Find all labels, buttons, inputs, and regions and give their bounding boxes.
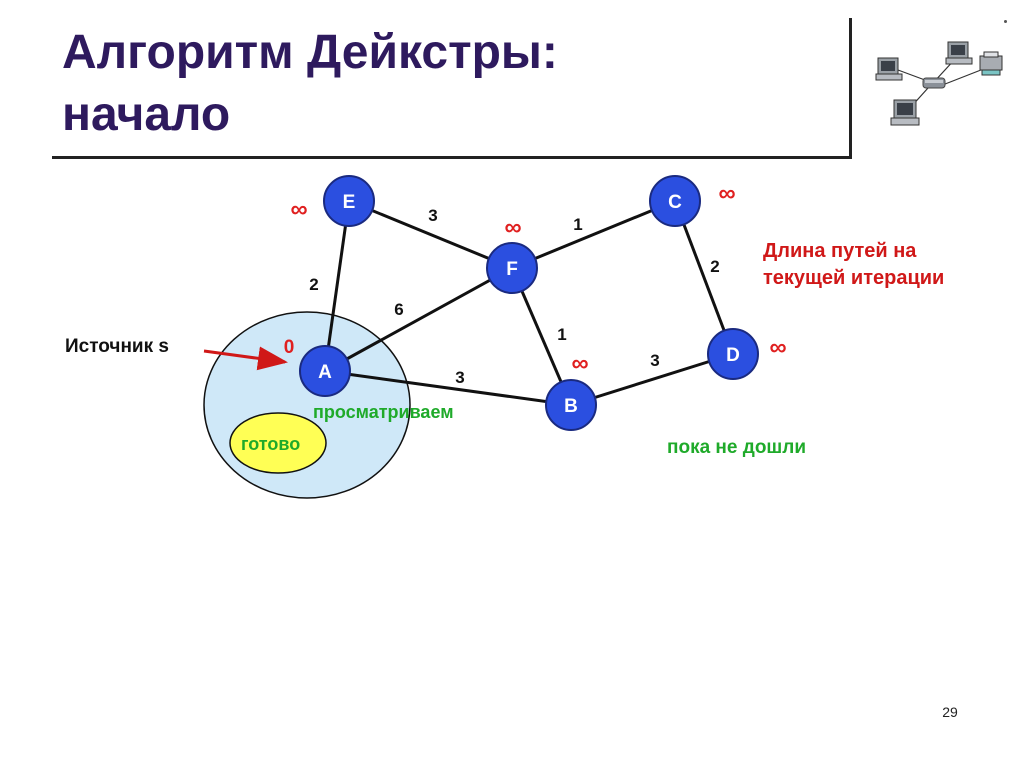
edge-weight-f-c: 1 (573, 215, 582, 234)
node-d: D∞ (707, 328, 787, 380)
node-label-e: E (343, 192, 356, 213)
distance-label-c: ∞ (718, 180, 735, 207)
node-c: C∞ (649, 175, 736, 227)
node-label-c: C (668, 192, 682, 213)
source-arrow (203, 346, 288, 371)
edge-weight-b-d: 3 (650, 351, 659, 370)
node-b: B∞ (545, 350, 597, 431)
viewing-label: просматриваем (313, 402, 454, 422)
edge-weight-a-b: 3 (455, 368, 464, 387)
edge-f-c (511, 199, 676, 270)
distance-label-d: ∞ (769, 334, 786, 361)
distance-label-e: ∞ (290, 196, 307, 223)
slide-title: Алгоритм Дейкстры: начало (62, 22, 822, 146)
done-label: готово (241, 434, 300, 454)
edge-a-f (324, 266, 513, 373)
node-label-f: F (506, 259, 518, 280)
title-line-1: Алгоритм Дейкстры: (62, 26, 558, 79)
title-line-2: начало (62, 88, 231, 141)
not-reached-label: пока не дошли (667, 437, 806, 458)
page-number: 29 (942, 704, 958, 720)
node-label-d: D (726, 345, 740, 366)
distance-label-b: ∞ (571, 350, 588, 377)
distance-label-a: 0 (284, 337, 295, 358)
edge-weight-f-b: 1 (557, 325, 566, 344)
path-length-label-line-2: текущей итерации (763, 267, 944, 289)
node-label-a: A (318, 362, 332, 383)
path-length-label-line-1: Длина путей на (763, 240, 917, 262)
edge-e-a (323, 200, 351, 372)
done-region (229, 412, 327, 474)
edge-weight-c-d: 2 (710, 257, 719, 276)
node-a: A0 (284, 337, 351, 397)
source-label: Источник s (65, 336, 169, 357)
node-label-b: B (564, 396, 578, 417)
distance-label-f: ∞ (504, 214, 521, 241)
network-computers-icon (875, 41, 1003, 126)
edge-b-d (570, 352, 734, 407)
edge-a-b (324, 369, 572, 407)
node-circle-d (707, 328, 759, 380)
title-vertical-rule (849, 18, 852, 159)
edge-c-d (673, 200, 735, 355)
edge-e-f (348, 199, 513, 270)
node-e: E∞ (290, 175, 375, 227)
node-circle-e (323, 175, 375, 227)
corner-dot (1004, 20, 1007, 23)
edge-weight-e-a: 2 (309, 275, 318, 294)
edge-weight-a-f: 6 (394, 300, 403, 319)
node-circle-c (649, 175, 701, 227)
node-circle-a (299, 345, 351, 397)
title-underline (52, 156, 852, 159)
node-f: F∞ (486, 214, 538, 294)
node-circle-f (486, 242, 538, 294)
edge-weight-e-f: 3 (428, 206, 437, 225)
node-circle-b (545, 379, 597, 431)
